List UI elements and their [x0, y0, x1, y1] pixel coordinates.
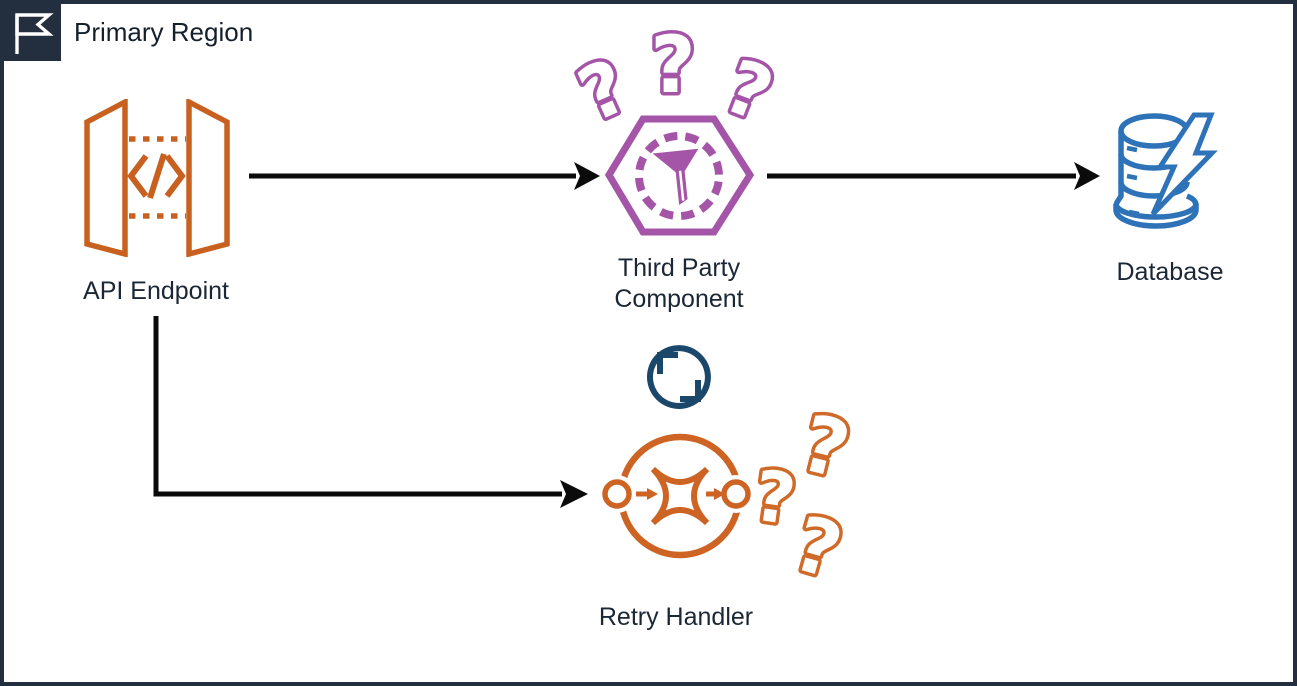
region-badge	[4, 4, 61, 61]
flag-icon	[15, 13, 54, 54]
question-mark-icon: ?	[650, 21, 695, 111]
database-lightning-icon	[1113, 112, 1218, 229]
retry-loop-icon	[600, 433, 755, 559]
question-mark-icon: ?	[749, 454, 801, 541]
arrow-third-party-to-database	[767, 162, 1100, 190]
question-mark-icon: ?	[792, 399, 858, 497]
retry-handler-label: Retry Handler	[598, 603, 754, 631]
region-title: Primary Region	[74, 17, 254, 47]
question-mark-icon: ?	[784, 498, 851, 596]
database-label: Database	[1116, 258, 1224, 286]
arrow-api-to-retry-handler	[153, 316, 588, 508]
api-endpoint-label: API Endpoint	[83, 277, 229, 305]
sync-arrows-icon	[647, 345, 711, 409]
arrow-api-to-third-party	[249, 162, 600, 190]
retry-question-marks: ? ? ?	[745, 395, 861, 599]
connectors-overlay: ? ? ? ? ? ?	[153, 18, 1100, 600]
hexagon-filter-icon	[604, 115, 755, 236]
third-party-label: Third Party Component	[614, 254, 744, 313]
api-gateway-endpoint-icon	[84, 99, 230, 257]
